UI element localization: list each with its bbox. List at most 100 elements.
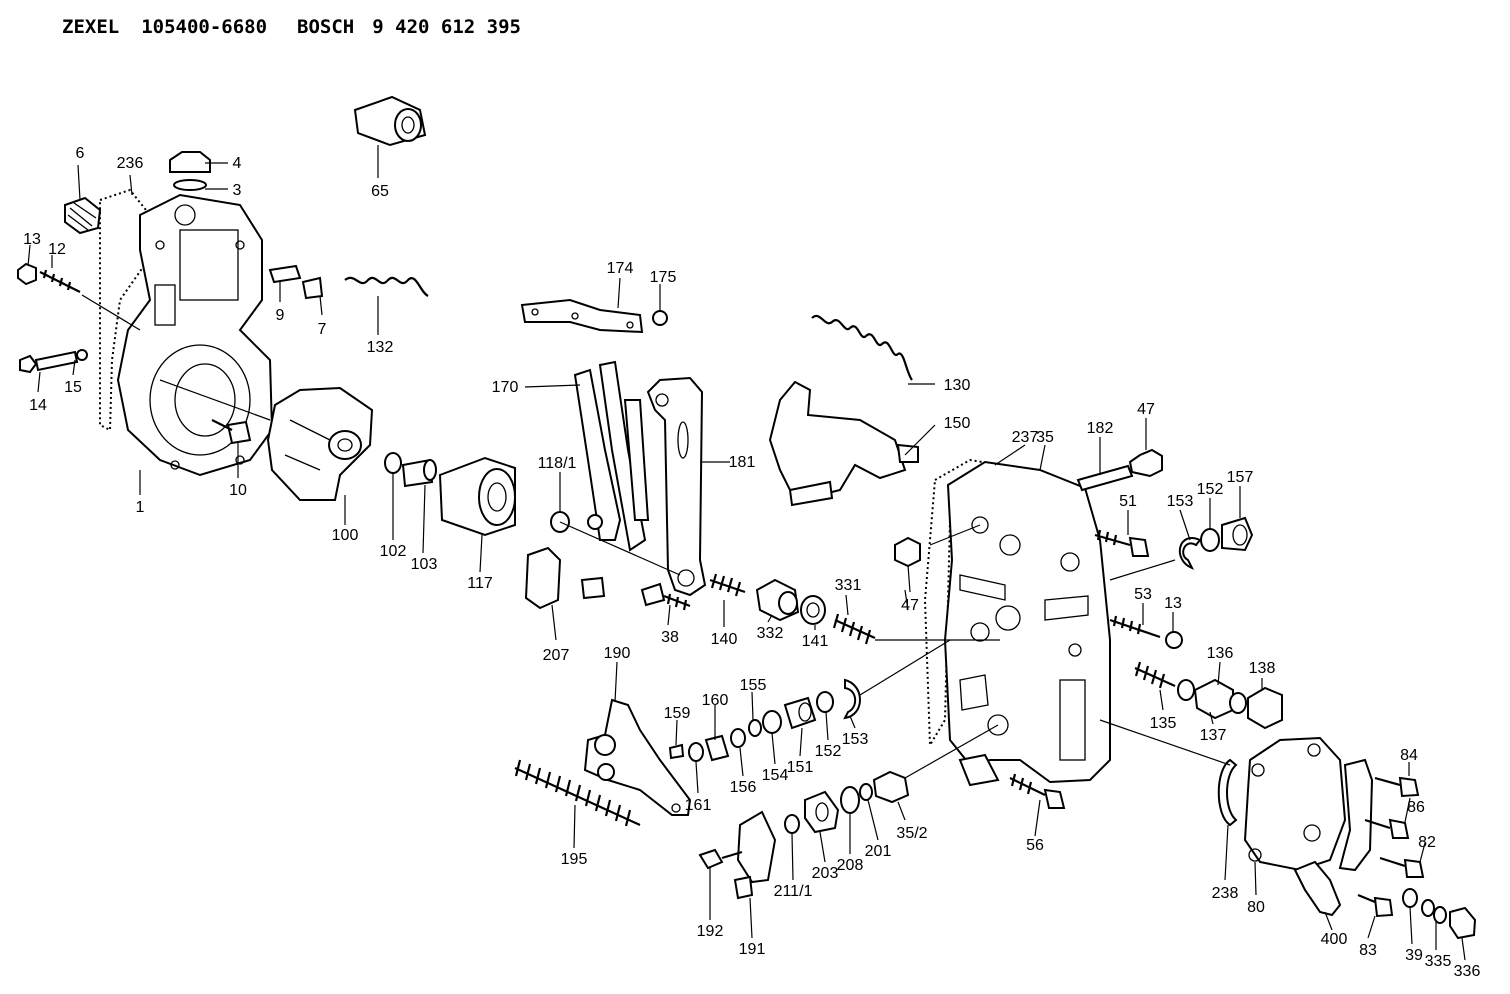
washer-335 — [1421, 899, 1435, 917]
callout-label: 153 — [1167, 493, 1194, 510]
callout-label: 137 — [1200, 727, 1227, 744]
bolt-53 — [1109, 615, 1161, 639]
bracket-80 — [1243, 736, 1347, 872]
lever-181 — [646, 376, 707, 597]
leader-lines — [27, 145, 1466, 961]
callout-label: 336 — [1454, 963, 1481, 980]
callout-label: 161 — [685, 797, 712, 814]
callout-label: 1 — [136, 499, 145, 516]
bolt-83 — [1357, 893, 1394, 918]
callout-label: 153 — [842, 731, 869, 748]
callout-label: 238 — [1212, 885, 1239, 902]
callout-label: 152 — [1197, 481, 1224, 498]
callout-label: 35 — [1036, 429, 1054, 446]
callout-label: 35/2 — [896, 825, 927, 842]
callout-label: 100 — [332, 527, 359, 544]
callout-label: 207 — [543, 647, 570, 664]
sleeve-103 — [401, 458, 437, 488]
callout-label: 15 — [64, 379, 82, 396]
callout-label: 332 — [757, 625, 784, 642]
callout-label: 190 — [604, 645, 631, 662]
drawing-title: ZEXEL 105400-6680 BOSCH 9 420 612 395 — [62, 12, 521, 42]
callout-label: 117 — [467, 575, 493, 592]
callout-label: 208 — [837, 857, 864, 874]
nut-175 — [652, 310, 668, 326]
callout-labels: 6 236 4 3 13 12 14 15 9 7 132 65 174 175… — [23, 145, 1480, 980]
bolt-56 — [1009, 773, 1066, 809]
oring-152-top — [1200, 528, 1220, 552]
circlip-153-top — [1178, 537, 1202, 570]
callout-label: 4 — [233, 155, 242, 172]
seal-238 — [1217, 758, 1238, 827]
lever-174 — [520, 298, 644, 334]
callout-label: 38 — [661, 629, 679, 646]
lever-190 — [583, 698, 692, 816]
nut-136 — [1193, 678, 1234, 720]
callout-label: 157 — [1227, 469, 1254, 486]
brand-bosch: BOSCH — [297, 16, 355, 38]
callout-label: 47 — [1137, 401, 1155, 418]
callout-label: 331 — [835, 577, 862, 594]
callout-label: 151 — [787, 759, 814, 776]
callout-label: 236 — [117, 155, 144, 172]
screw-135 — [1134, 661, 1176, 689]
callout-label: 56 — [1026, 837, 1044, 854]
callout-label: 195 — [561, 851, 588, 868]
spacer-203 — [804, 790, 840, 834]
bolt-51 — [1094, 529, 1150, 557]
lever-191 — [733, 810, 777, 900]
callout-label: 400 — [1321, 931, 1348, 948]
washer-137 — [1229, 692, 1247, 714]
callout-label: 175 — [650, 269, 677, 286]
callout-label: 174 — [607, 260, 634, 277]
callout-label: 82 — [1418, 834, 1436, 851]
callout-label: 10 — [229, 482, 247, 499]
callout-label: 211/1 — [774, 883, 813, 900]
bracket-207 — [524, 514, 606, 610]
plug-35-2 — [872, 770, 910, 804]
cap-336 — [1449, 906, 1477, 940]
callout-label: 51 — [1119, 493, 1137, 510]
callout-label: 160 — [702, 692, 729, 709]
callout-label: 39 — [1405, 947, 1423, 964]
callout-label: 152 — [815, 743, 842, 760]
callout-label: 80 — [1247, 899, 1265, 916]
spring-331 — [832, 613, 876, 645]
nut-154 — [762, 710, 782, 734]
callout-label: 83 — [1359, 942, 1377, 959]
callout-label: 14 — [29, 397, 47, 414]
washer-155 — [748, 719, 762, 737]
callout-label: 12 — [48, 241, 66, 258]
callout-label: 203 — [812, 865, 839, 882]
circlip-153-bottom — [843, 678, 861, 720]
callout-label: 53 — [1134, 586, 1152, 603]
callout-label: 86 — [1407, 799, 1425, 816]
callout-label: 237 — [1012, 429, 1039, 446]
spring-140 — [709, 573, 746, 597]
washer-156 — [730, 728, 746, 748]
callout-label: 3 — [233, 182, 242, 199]
oring-152-bottom — [816, 691, 834, 713]
lever-170 — [573, 360, 650, 552]
callout-label: 9 — [276, 307, 285, 324]
callout-label: 156 — [730, 779, 757, 796]
bolt-12 — [17, 262, 81, 293]
callout-label: 136 — [1207, 645, 1234, 662]
callout-label: 191 — [739, 941, 766, 958]
screw-47-top — [1128, 448, 1163, 478]
washer-39 — [1402, 888, 1418, 908]
callout-label: 47 — [901, 597, 919, 614]
callout-label: 103 — [411, 556, 438, 573]
callout-label: 65 — [371, 183, 389, 200]
washer-135 — [1177, 679, 1195, 701]
filler-cap — [64, 196, 102, 235]
callout-label: 102 — [380, 543, 407, 560]
callout-label: 135 — [1150, 715, 1177, 732]
washer-335b — [1433, 906, 1447, 924]
oring-201 — [859, 783, 873, 801]
callout-label: 170 — [492, 379, 519, 396]
callout-label: 201 — [865, 843, 892, 860]
bolt-38 — [640, 582, 691, 611]
plug-screw — [169, 151, 211, 191]
